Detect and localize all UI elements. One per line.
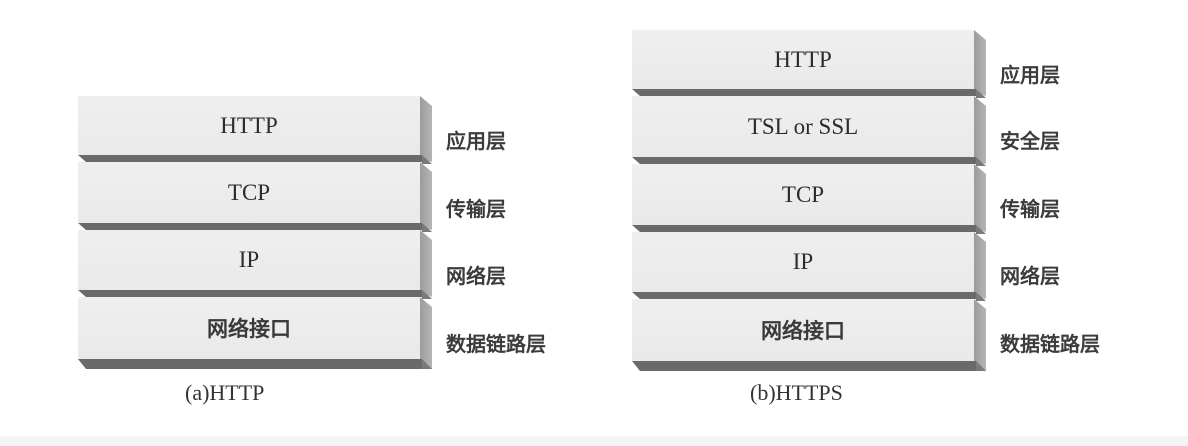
protocol-label: HTTP — [774, 46, 832, 72]
protocol-block: IP — [78, 230, 420, 290]
layer-divider-bevel — [976, 361, 986, 371]
layer-name-label: 网络层 — [446, 264, 506, 288]
protocol-block: TSL or SSL — [632, 96, 974, 157]
protocol-block: TCP — [632, 164, 974, 225]
layer-name-label: 应用层 — [1000, 63, 1060, 87]
https-layer-transport: TCP — [632, 164, 988, 234]
protocol-block: 网络接口 — [632, 299, 974, 361]
http-stack: HTTP TCP IP 网络接口 — [78, 96, 434, 369]
block-side-face — [420, 162, 432, 230]
layer-name-label: 应用层 — [446, 129, 506, 153]
protocol-label: 网络接口 — [761, 319, 845, 343]
layer-divider — [78, 359, 422, 369]
block-side-face — [974, 30, 986, 96]
layer-divider-bevel — [422, 359, 432, 369]
layer-divider-bevel — [422, 223, 432, 232]
http-layer-transport: TCP — [78, 162, 434, 232]
layer-name-label: 安全层 — [1000, 129, 1060, 153]
diagram-caption-https: (b)HTTPS — [750, 380, 843, 405]
layer-divider — [632, 225, 976, 232]
protocol-label: TCP — [227, 179, 271, 205]
layer-name-label: 传输层 — [1000, 197, 1060, 221]
protocol-label: TSL or SSL — [747, 113, 859, 139]
layer-divider — [78, 155, 422, 162]
layer-name-label: 网络层 — [1000, 264, 1060, 288]
layer-name-label: 数据链路层 — [446, 332, 546, 356]
protocol-label: TCP — [781, 181, 825, 207]
https-layer-datalink: 网络接口 — [632, 299, 988, 371]
layer-divider — [632, 157, 976, 164]
layer-name-label: 数据链路层 — [1000, 332, 1100, 356]
https-layer-network: IP — [632, 232, 988, 301]
layer-divider — [78, 223, 422, 230]
layer-divider — [78, 290, 422, 297]
https-layer-security: TSL or SSL — [632, 96, 988, 166]
protocol-label: 网络接口 — [207, 317, 291, 341]
layer-divider-bevel — [422, 290, 432, 299]
diagram-caption-http: (a)HTTP — [185, 380, 265, 405]
protocol-block: TCP — [78, 162, 420, 223]
bottom-band — [0, 436, 1188, 446]
https-stack: HTTP TSL or SSL TCP IP 网络接口 — [632, 30, 988, 371]
protocol-label: HTTP — [220, 113, 278, 138]
layer-divider-bevel — [422, 155, 432, 164]
block-side-face — [420, 230, 432, 297]
layer-divider-bevel — [976, 292, 986, 301]
protocol-block: 网络接口 — [78, 297, 420, 359]
protocol-block: HTTP — [632, 30, 974, 89]
http-layer-application: HTTP — [78, 96, 434, 164]
block-side-face — [420, 297, 432, 369]
layer-divider — [632, 292, 976, 299]
protocol-block: IP — [632, 232, 974, 292]
layer-divider-bevel — [976, 225, 986, 234]
protocol-block: HTTP — [78, 96, 420, 156]
block-side-face — [974, 299, 986, 371]
layer-divider — [632, 89, 976, 96]
http-layer-network: IP — [78, 230, 434, 299]
block-side-face — [974, 96, 986, 164]
block-side-face — [420, 96, 432, 162]
protocol-label: IP — [238, 247, 260, 272]
layer-divider-bevel — [976, 89, 986, 98]
block-side-face — [974, 232, 986, 299]
protocol-label: IP — [792, 249, 814, 274]
layer-name-label: 传输层 — [446, 197, 506, 221]
https-layer-application: HTTP — [632, 30, 988, 98]
layer-divider-bevel — [976, 157, 986, 166]
http-layer-datalink: 网络接口 — [78, 297, 434, 369]
layer-divider — [632, 361, 976, 371]
block-side-face — [974, 164, 986, 232]
